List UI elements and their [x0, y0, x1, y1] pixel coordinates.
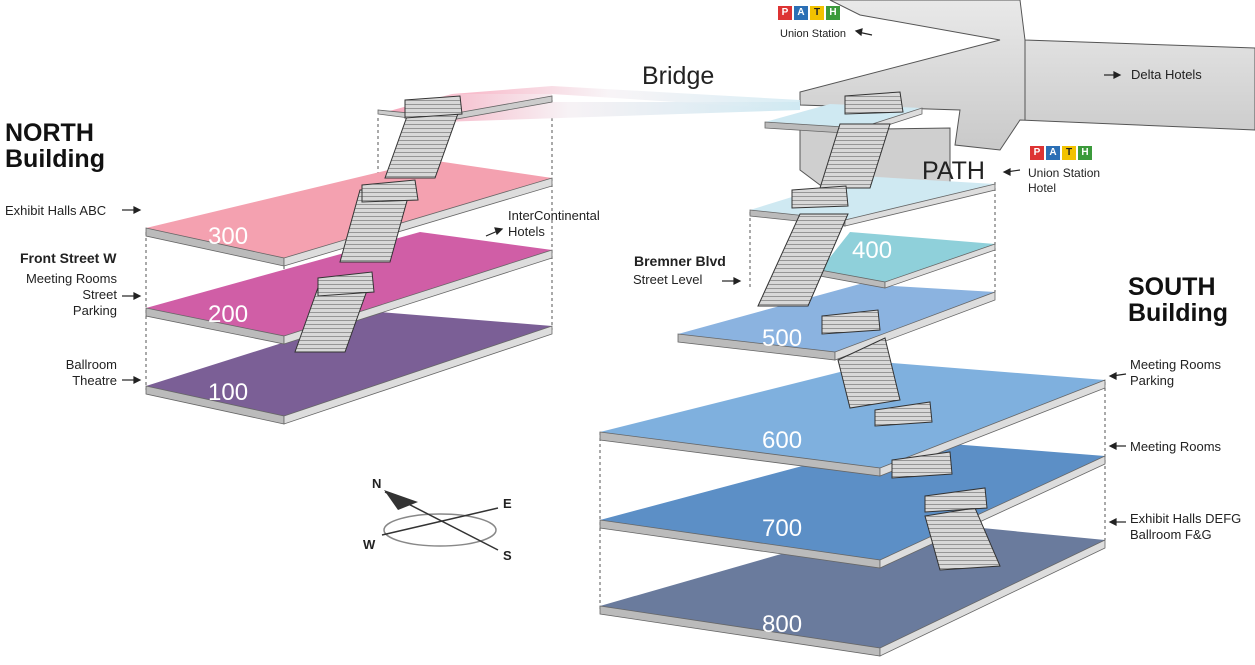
label-ballroom-fg: Ballroom F&G	[1130, 527, 1212, 542]
floor-number-100: 100	[208, 379, 248, 406]
path-logo-p: P	[778, 6, 792, 20]
floor-100	[145, 312, 553, 425]
label-theatre: Theatre	[72, 373, 117, 388]
north-title-2: Building	[5, 145, 105, 173]
path-logo-h: H	[826, 6, 840, 20]
compass-e: E	[503, 496, 512, 511]
label-intercontinental-1: InterContinental	[508, 208, 600, 223]
north-escalators	[294, 95, 463, 353]
floor-number-400: 400	[852, 237, 892, 264]
path-logo-a2: A	[1046, 146, 1060, 160]
floor-400	[819, 232, 996, 289]
floor-number-700: 700	[762, 515, 802, 542]
path-logo-h2: H	[1078, 146, 1092, 160]
label-parking-south: Parking	[1130, 373, 1175, 388]
floor-number-200: 200	[208, 301, 248, 328]
label-exhibit-abc: Exhibit Halls ABC	[5, 203, 107, 218]
south-escalators	[757, 91, 1001, 571]
south-title-1: SOUTH	[1128, 273, 1216, 301]
compass: N E S W	[363, 476, 512, 563]
label-exhibit-defg: Exhibit Halls DEFG	[1130, 511, 1242, 526]
label-street: Street	[82, 287, 117, 302]
compass-s: S	[503, 548, 512, 563]
label-parking-north: Parking	[72, 303, 117, 318]
south-title-2: Building	[1128, 299, 1228, 327]
label-meeting-rooms-south-1: Meeting Rooms	[1130, 357, 1222, 372]
label-delta: Delta Hotels	[1131, 67, 1202, 82]
label-meeting-rooms-south-2: Meeting Rooms	[1130, 439, 1222, 454]
floor-number-600: 600	[762, 427, 802, 454]
path-logo-p2: P	[1030, 146, 1044, 160]
label-union-hotel-2: Hotel	[1028, 181, 1057, 195]
compass-n: N	[372, 476, 381, 491]
floor-600	[599, 362, 1106, 477]
path-logo-union: P A T H	[778, 6, 840, 20]
label-front-street: Front Street W	[20, 250, 117, 266]
floor-number-300: 300	[208, 223, 248, 250]
label-intercontinental-2: Hotels	[508, 224, 545, 239]
label-arrows	[122, 28, 1127, 526]
path-logo-hotel: P A T H	[1030, 146, 1092, 160]
label-union-hotel-1: Union Station	[1028, 166, 1101, 180]
label-street-level: Street Level	[633, 272, 703, 287]
label-bremner: Bremner Blvd	[634, 253, 726, 269]
compass-w: W	[363, 537, 376, 552]
label-ballroom: Ballroom	[65, 357, 117, 372]
bridge-label: Bridge	[642, 62, 715, 90]
floor-number-800: 800	[762, 611, 802, 638]
floor-number-500: 500	[762, 325, 802, 352]
north-title-1: NORTH	[5, 119, 94, 147]
label-meeting-rooms-north: Meeting Rooms	[25, 271, 117, 286]
path-logo-t2: T	[1062, 146, 1076, 160]
label-union-station: Union Station	[780, 28, 847, 40]
path-logo-t: T	[810, 6, 824, 20]
path-logo-a: A	[794, 6, 808, 20]
path-label: PATH	[922, 157, 985, 185]
